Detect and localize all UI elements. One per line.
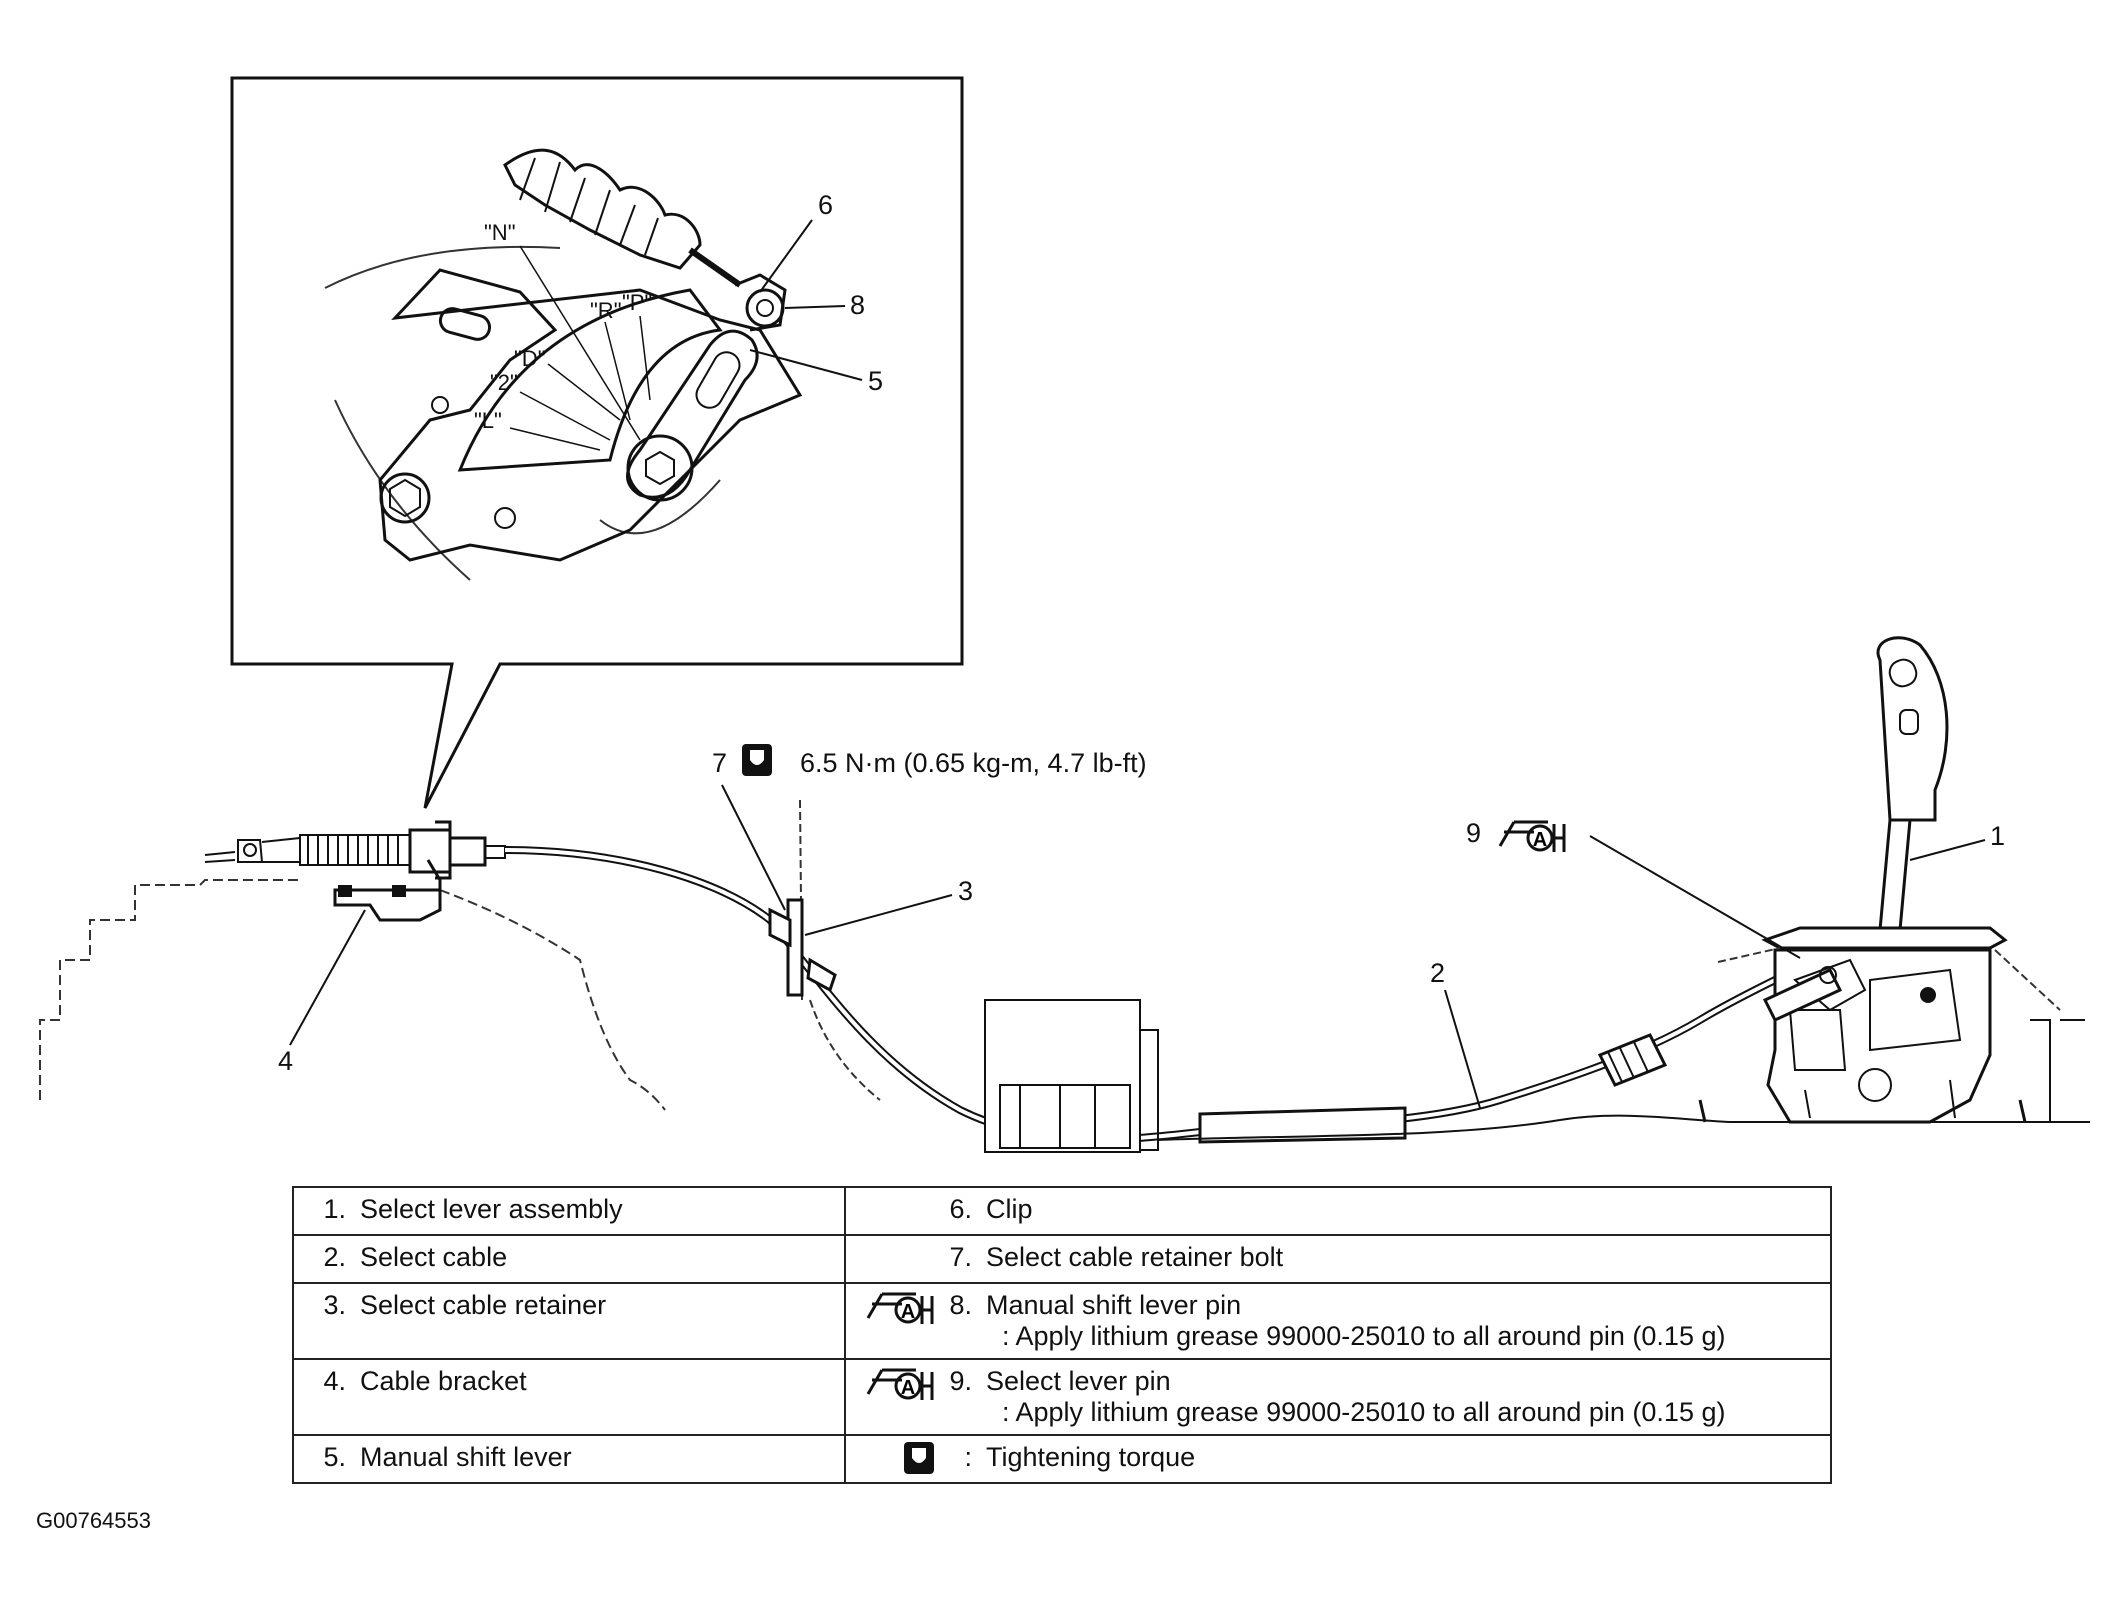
callout-5: 5 [868, 366, 883, 396]
floor-line [1157, 1114, 2090, 1141]
legend-right-cell: 8.Manual shift lever pin: Apply lithium … [844, 1282, 1832, 1360]
transaxle-plate [378, 268, 803, 562]
table-row: 2.Select cable 7.Select cable retainer b… [292, 1234, 1832, 1284]
shift-position-labels: "N" "R" "P" "D" "2" "L" [474, 220, 652, 451]
svg-text:"2": "2" [490, 370, 518, 395]
callout-6: 6 [818, 190, 833, 220]
svg-text:"D": "D" [514, 346, 546, 371]
grease-a-icon [866, 1292, 934, 1326]
inset-detail: "N" "R" "P" "D" "2" "L" 6 8 5 [230, 76, 964, 809]
legend-right-cell: 6.Clip [844, 1186, 1832, 1236]
svg-text:"P": "P" [622, 290, 652, 315]
torque-wrench-icon [904, 1442, 934, 1474]
callout-8: 8 [850, 290, 865, 320]
callout-1: 1 [1990, 821, 2005, 851]
legend-left-cell: 4.Cable bracket [292, 1358, 846, 1436]
legend-left-cell: 3.Select cable retainer [292, 1282, 846, 1360]
table-row: 3.Select cable retainer 8.Manual shift l… [292, 1282, 1832, 1360]
legend-left-cell: 5.Manual shift lever [292, 1434, 846, 1484]
cable-boot [503, 148, 742, 288]
cable-end-transaxle [204, 820, 506, 880]
select-lever-assembly [1698, 636, 2085, 1124]
svg-text:"R": "R" [590, 298, 622, 323]
table-row: 1.Select lever assembly 6.Clip [292, 1186, 1832, 1236]
legend-right-cell: 9.Select lever pin: Apply lithium grease… [844, 1358, 1832, 1436]
callout-3: 3 [958, 876, 973, 906]
callout-7: 7 [712, 748, 727, 778]
parts-legend-table: 1.Select lever assembly 6.Clip 2.Select … [292, 1186, 1832, 1484]
torque-wrench-icon [742, 744, 772, 776]
legend-left-cell: 1.Select lever assembly [292, 1186, 846, 1236]
table-row: 5.Manual shift lever :Tightening torque [292, 1434, 1832, 1484]
legend-right-cell: :Tightening torque [844, 1434, 1832, 1484]
transaxle-outline [39, 879, 666, 1111]
select-cable [504, 846, 1823, 1144]
torque-spec: 6.5 N·m (0.65 kg-m, 4.7 lb-ft) [800, 748, 1147, 778]
cable-retainer-firewall [768, 799, 881, 1101]
legend-left-cell: 2.Select cable [292, 1234, 846, 1284]
table-row: 4.Cable bracket 9.Select lever pin: Appl… [292, 1358, 1832, 1436]
cable-bracket [333, 859, 442, 922]
manual-shift-lever-detail [626, 329, 759, 502]
legend-right-cell: 7.Select cable retainer bolt [844, 1234, 1832, 1284]
floor-component [984, 999, 1159, 1153]
figure-code: G00764553 [36, 1508, 151, 1533]
svg-text:"N": "N" [484, 220, 516, 245]
svg-text:"L": "L" [474, 408, 502, 433]
callout-2: 2 [1430, 958, 1445, 988]
grease-a-icon [866, 1368, 934, 1402]
grease-a-icon [1498, 820, 1566, 854]
callout-4: 4 [278, 1046, 293, 1076]
callout-9: 9 [1466, 818, 1481, 848]
